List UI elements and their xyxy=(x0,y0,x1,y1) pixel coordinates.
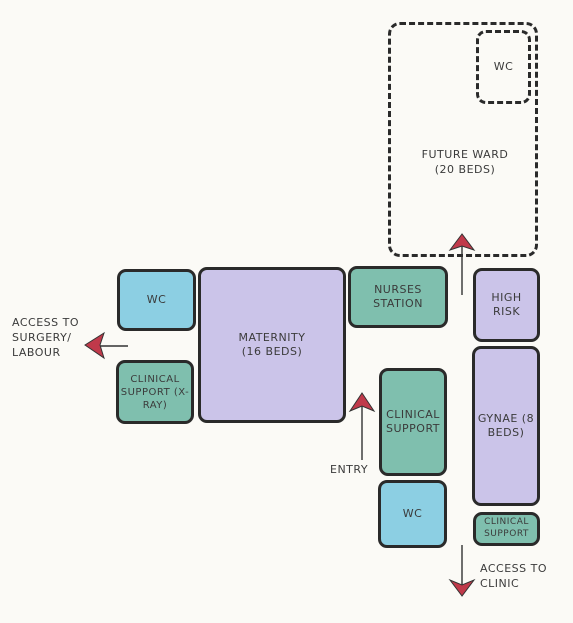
entry-arrow-icon xyxy=(348,392,376,460)
room-clinical-support-xray-label: Clinical Support (X-Ray) xyxy=(120,373,190,411)
room-clinical-support-mid-label: Clinical Support xyxy=(385,407,441,435)
room-nurses-station-label: Nurses Station xyxy=(373,282,423,310)
room-high-risk: High Risk xyxy=(473,268,540,342)
room-high-risk-label: High Risk xyxy=(491,290,522,318)
room-wc-bottom-label: WC xyxy=(402,506,423,520)
room-wc-bottom: WC xyxy=(378,480,447,548)
future-ward-outline xyxy=(388,22,538,257)
future-wc-outline xyxy=(476,30,531,104)
room-clinical-support-xray: Clinical Support (X-Ray) xyxy=(116,360,194,424)
room-nurses-station: Nurses Station xyxy=(348,266,448,328)
future-ward-label: Future Ward (20 Beds) xyxy=(421,148,509,176)
entry-label: Entry xyxy=(330,463,369,476)
room-wc-left-label: WC xyxy=(146,292,167,306)
future-ward-arrow-icon xyxy=(448,233,476,295)
future-wc-label: WC xyxy=(493,60,514,73)
room-wc-left: WC xyxy=(117,269,196,331)
access-surgery-label: Access to Surgery/ Labour xyxy=(12,316,79,359)
access-clinic-arrow-icon xyxy=(448,545,476,597)
room-maternity: Maternity (16 Beds) xyxy=(198,267,346,423)
room-clinical-support-mid: Clinical Support xyxy=(379,368,447,476)
access-clinic-label: Access to Clinic xyxy=(480,562,547,590)
room-clinical-support-right: Clinical Support xyxy=(473,512,540,546)
access-surgery-arrow-icon xyxy=(84,331,128,360)
room-maternity-label: Maternity (16 Beds) xyxy=(238,330,306,358)
room-clinical-support-right-label: Clinical Support xyxy=(484,517,529,539)
room-gynae-label: Gynae (8 Beds) xyxy=(477,411,535,439)
room-gynae: Gynae (8 Beds) xyxy=(472,346,540,506)
